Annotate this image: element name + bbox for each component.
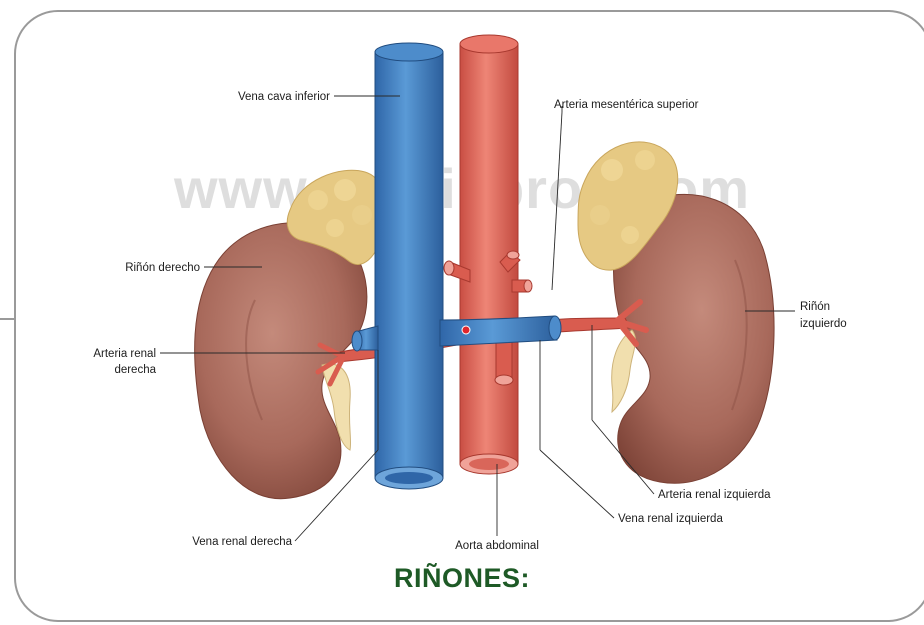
label-rinon-izquierdo-line1: Riñón bbox=[800, 301, 830, 313]
label-arteria-renal-derecha-line1: Arteria renal bbox=[93, 348, 156, 360]
label-rinon-izquierdo-line2: izquierdo bbox=[800, 318, 847, 330]
label-vena-cava-inferior: Vena cava inferior bbox=[238, 91, 330, 103]
slide-caption: RIÑONES: bbox=[0, 563, 924, 594]
label-arteria-renal-derecha-line2: derecha bbox=[114, 364, 156, 376]
vessel-marker bbox=[462, 326, 470, 334]
label-vena-renal-derecha: Vena renal derecha bbox=[192, 536, 292, 548]
label-arteria-mesenterica-superior: Arteria mesentérica superior bbox=[554, 99, 699, 111]
label-vena-renal-izquierda: Vena renal izquierda bbox=[618, 513, 723, 525]
label-aorta-abdominal: Aorta abdominal bbox=[455, 540, 539, 552]
left-renal-vein bbox=[440, 316, 557, 346]
label-rinon-derecho: Riñón derecho bbox=[125, 262, 200, 274]
label-arteria-renal-izquierda: Arteria renal izquierda bbox=[658, 489, 771, 501]
inferior-vena-cava bbox=[375, 43, 443, 489]
